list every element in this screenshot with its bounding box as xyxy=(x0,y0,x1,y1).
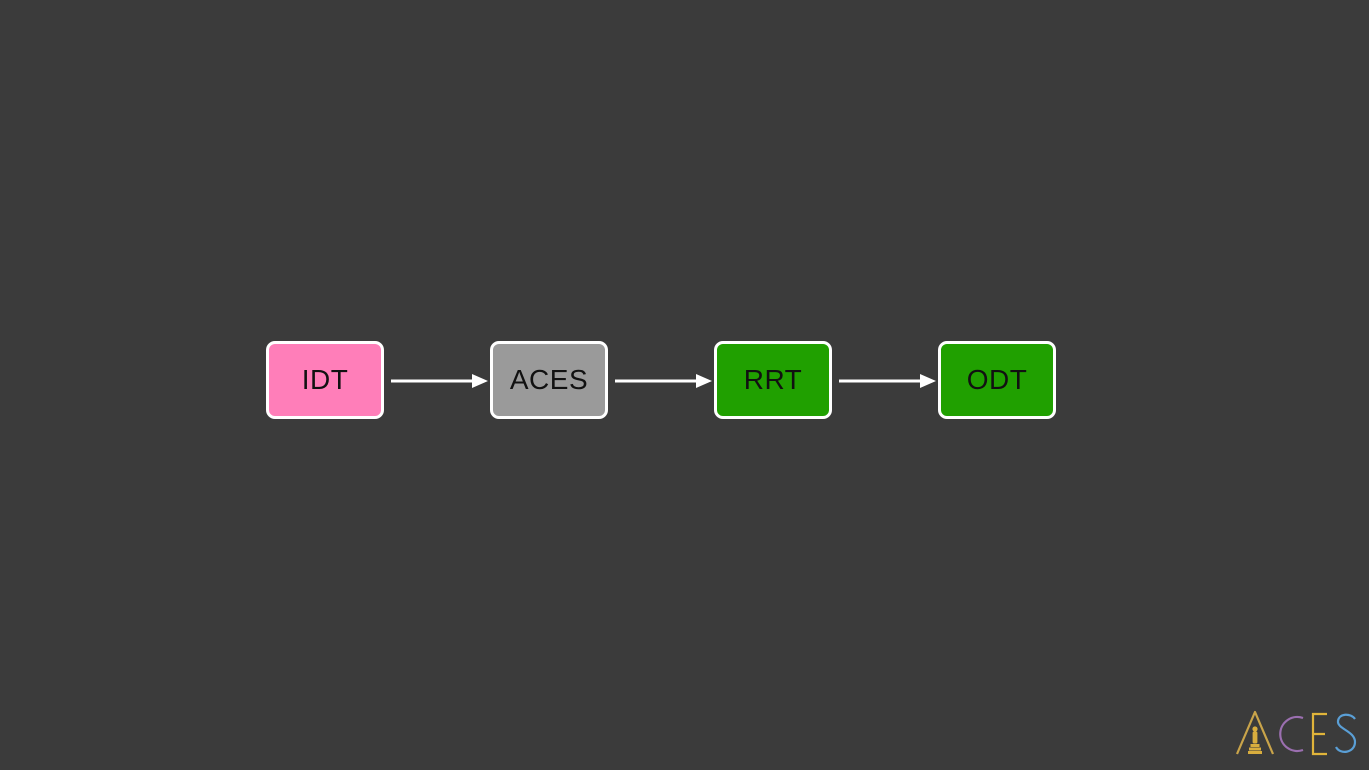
node-odt: ODT xyxy=(938,341,1056,419)
node-label-odt: ODT xyxy=(966,364,1028,395)
node-label-idt: IDT xyxy=(301,364,349,395)
arrowhead-icon xyxy=(696,374,712,388)
aces-logo xyxy=(1235,710,1357,756)
edge-rrt-odt xyxy=(839,374,936,388)
arrowhead-icon xyxy=(472,374,488,388)
node-label-rrt: RRT xyxy=(743,364,803,395)
edge-aces-rrt xyxy=(615,374,712,388)
node-rrt: RRT xyxy=(714,341,832,419)
node-label-aces: ACES xyxy=(509,364,589,395)
oscar-statuette-icon xyxy=(1248,726,1262,754)
edge-idt-aces xyxy=(391,374,488,388)
node-aces: ACES xyxy=(490,341,608,419)
arrowhead-icon xyxy=(920,374,936,388)
node-idt: IDT xyxy=(266,341,384,419)
